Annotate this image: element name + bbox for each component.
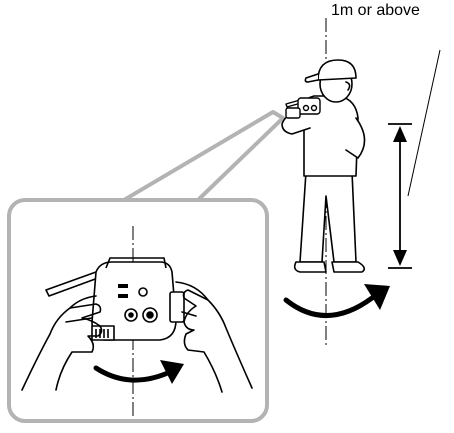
height-requirement-label: 1m or above: [331, 2, 420, 20]
label-leader-line: [408, 50, 440, 196]
person-figure: [282, 60, 365, 272]
callout-pointer: [124, 112, 283, 200]
person-rotate-arrow: [286, 284, 390, 316]
